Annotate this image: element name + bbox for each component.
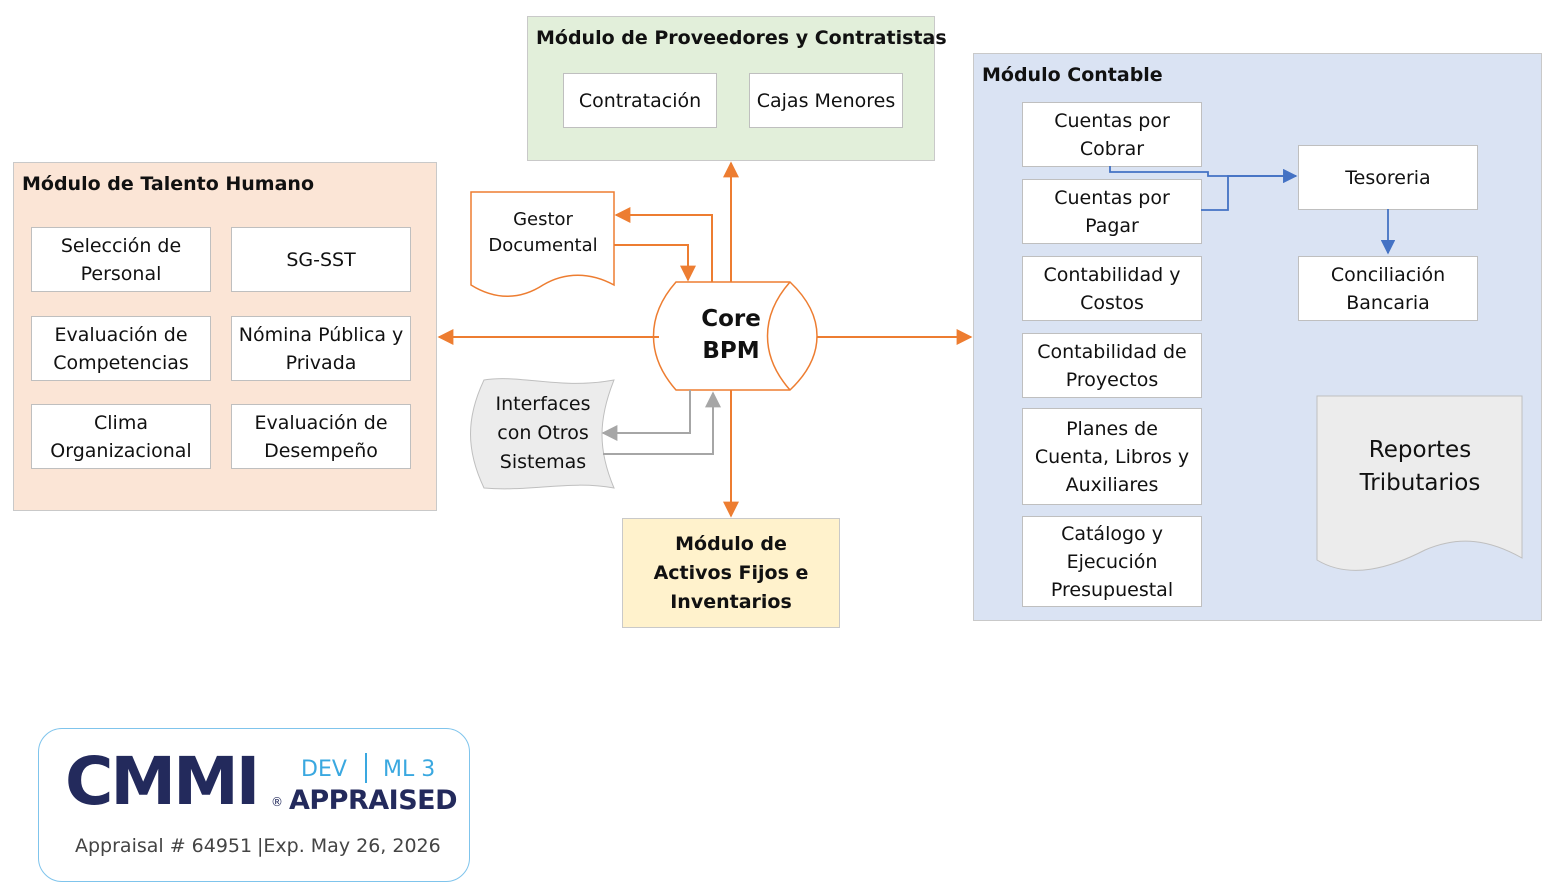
cmmi-separator (365, 753, 367, 783)
contabilidad-proyectos-box: Contabilidad de Proyectos (1022, 333, 1202, 398)
registered-icon: ® (271, 795, 283, 809)
cuentas-pagar-box: Cuentas por Pagar (1022, 179, 1202, 244)
cmmi-badge: CMMI ® DEV ML 3 APPRAISED Appraisal # 64… (38, 728, 470, 882)
tesoreria-box: Tesoreria (1298, 145, 1478, 210)
conciliacion-bancaria-box: Conciliación Bancaria (1298, 256, 1478, 321)
proveedores-module-title: Módulo de Proveedores y Contratistas (536, 27, 947, 49)
talento-humano-module-panel: Módulo de Talento Humano Selección de Pe… (13, 162, 437, 511)
contable-module-title: Módulo Contable (982, 64, 1163, 86)
contabilidad-costos-box: Contabilidad y Costos (1022, 256, 1202, 321)
nomina-box: Nómina Pública y Privada (231, 316, 411, 381)
seleccion-personal-box: Selección de Personal (31, 227, 211, 292)
cmmi-appraisal-number: Appraisal # 64951 (75, 835, 253, 857)
core-bpm-label: Core BPM (701, 306, 761, 364)
proveedores-module-panel: Módulo de Proveedores y Contratistas Con… (527, 16, 947, 161)
activos-module-title: Módulo de Activos Fijos e Inventarios (653, 532, 809, 613)
cajas-menores-box: Cajas Menores (749, 73, 903, 128)
cmmi-status: APPRAISED (289, 785, 458, 816)
talento-humano-module-title: Módulo de Talento Humano (22, 173, 315, 195)
contratacion-box: Contratación (563, 73, 717, 128)
planes-cuenta-box: Planes de Cuenta, Libros y Auxiliares (1022, 408, 1202, 505)
catalogo-presupuestal-box: Catálogo y Ejecución Presupuestal (1022, 516, 1202, 607)
cmmi-maturity: ML 3 (383, 757, 436, 782)
cmmi-logo: CMMI (65, 743, 260, 820)
clima-organizacional-box: Clima Organizacional (31, 404, 211, 469)
activos-module-panel: Módulo de Activos Fijos e Inventarios (622, 518, 840, 628)
interfaces-label: Interfaces con Otros Sistemas (495, 392, 591, 473)
evaluacion-desempeno-box: Evaluación de Desempeño (231, 404, 411, 469)
cuentas-cobrar-box: Cuentas por Cobrar (1022, 102, 1202, 167)
cmmi-level: DEV (301, 757, 347, 782)
gestor-documental-label: Gestor Documental (488, 209, 598, 256)
evaluacion-competencias-box: Evaluación de Competencias (31, 316, 211, 381)
contable-module-panel: Módulo Contable Cuentas por Cobrar Cuent… (973, 53, 1542, 621)
cmmi-expiry: |Exp. May 26, 2026 (257, 835, 441, 857)
sg-sst-box: SG-SST (231, 227, 411, 292)
reportes-tributarios-label: Reportes Tributarios (1359, 437, 1481, 496)
